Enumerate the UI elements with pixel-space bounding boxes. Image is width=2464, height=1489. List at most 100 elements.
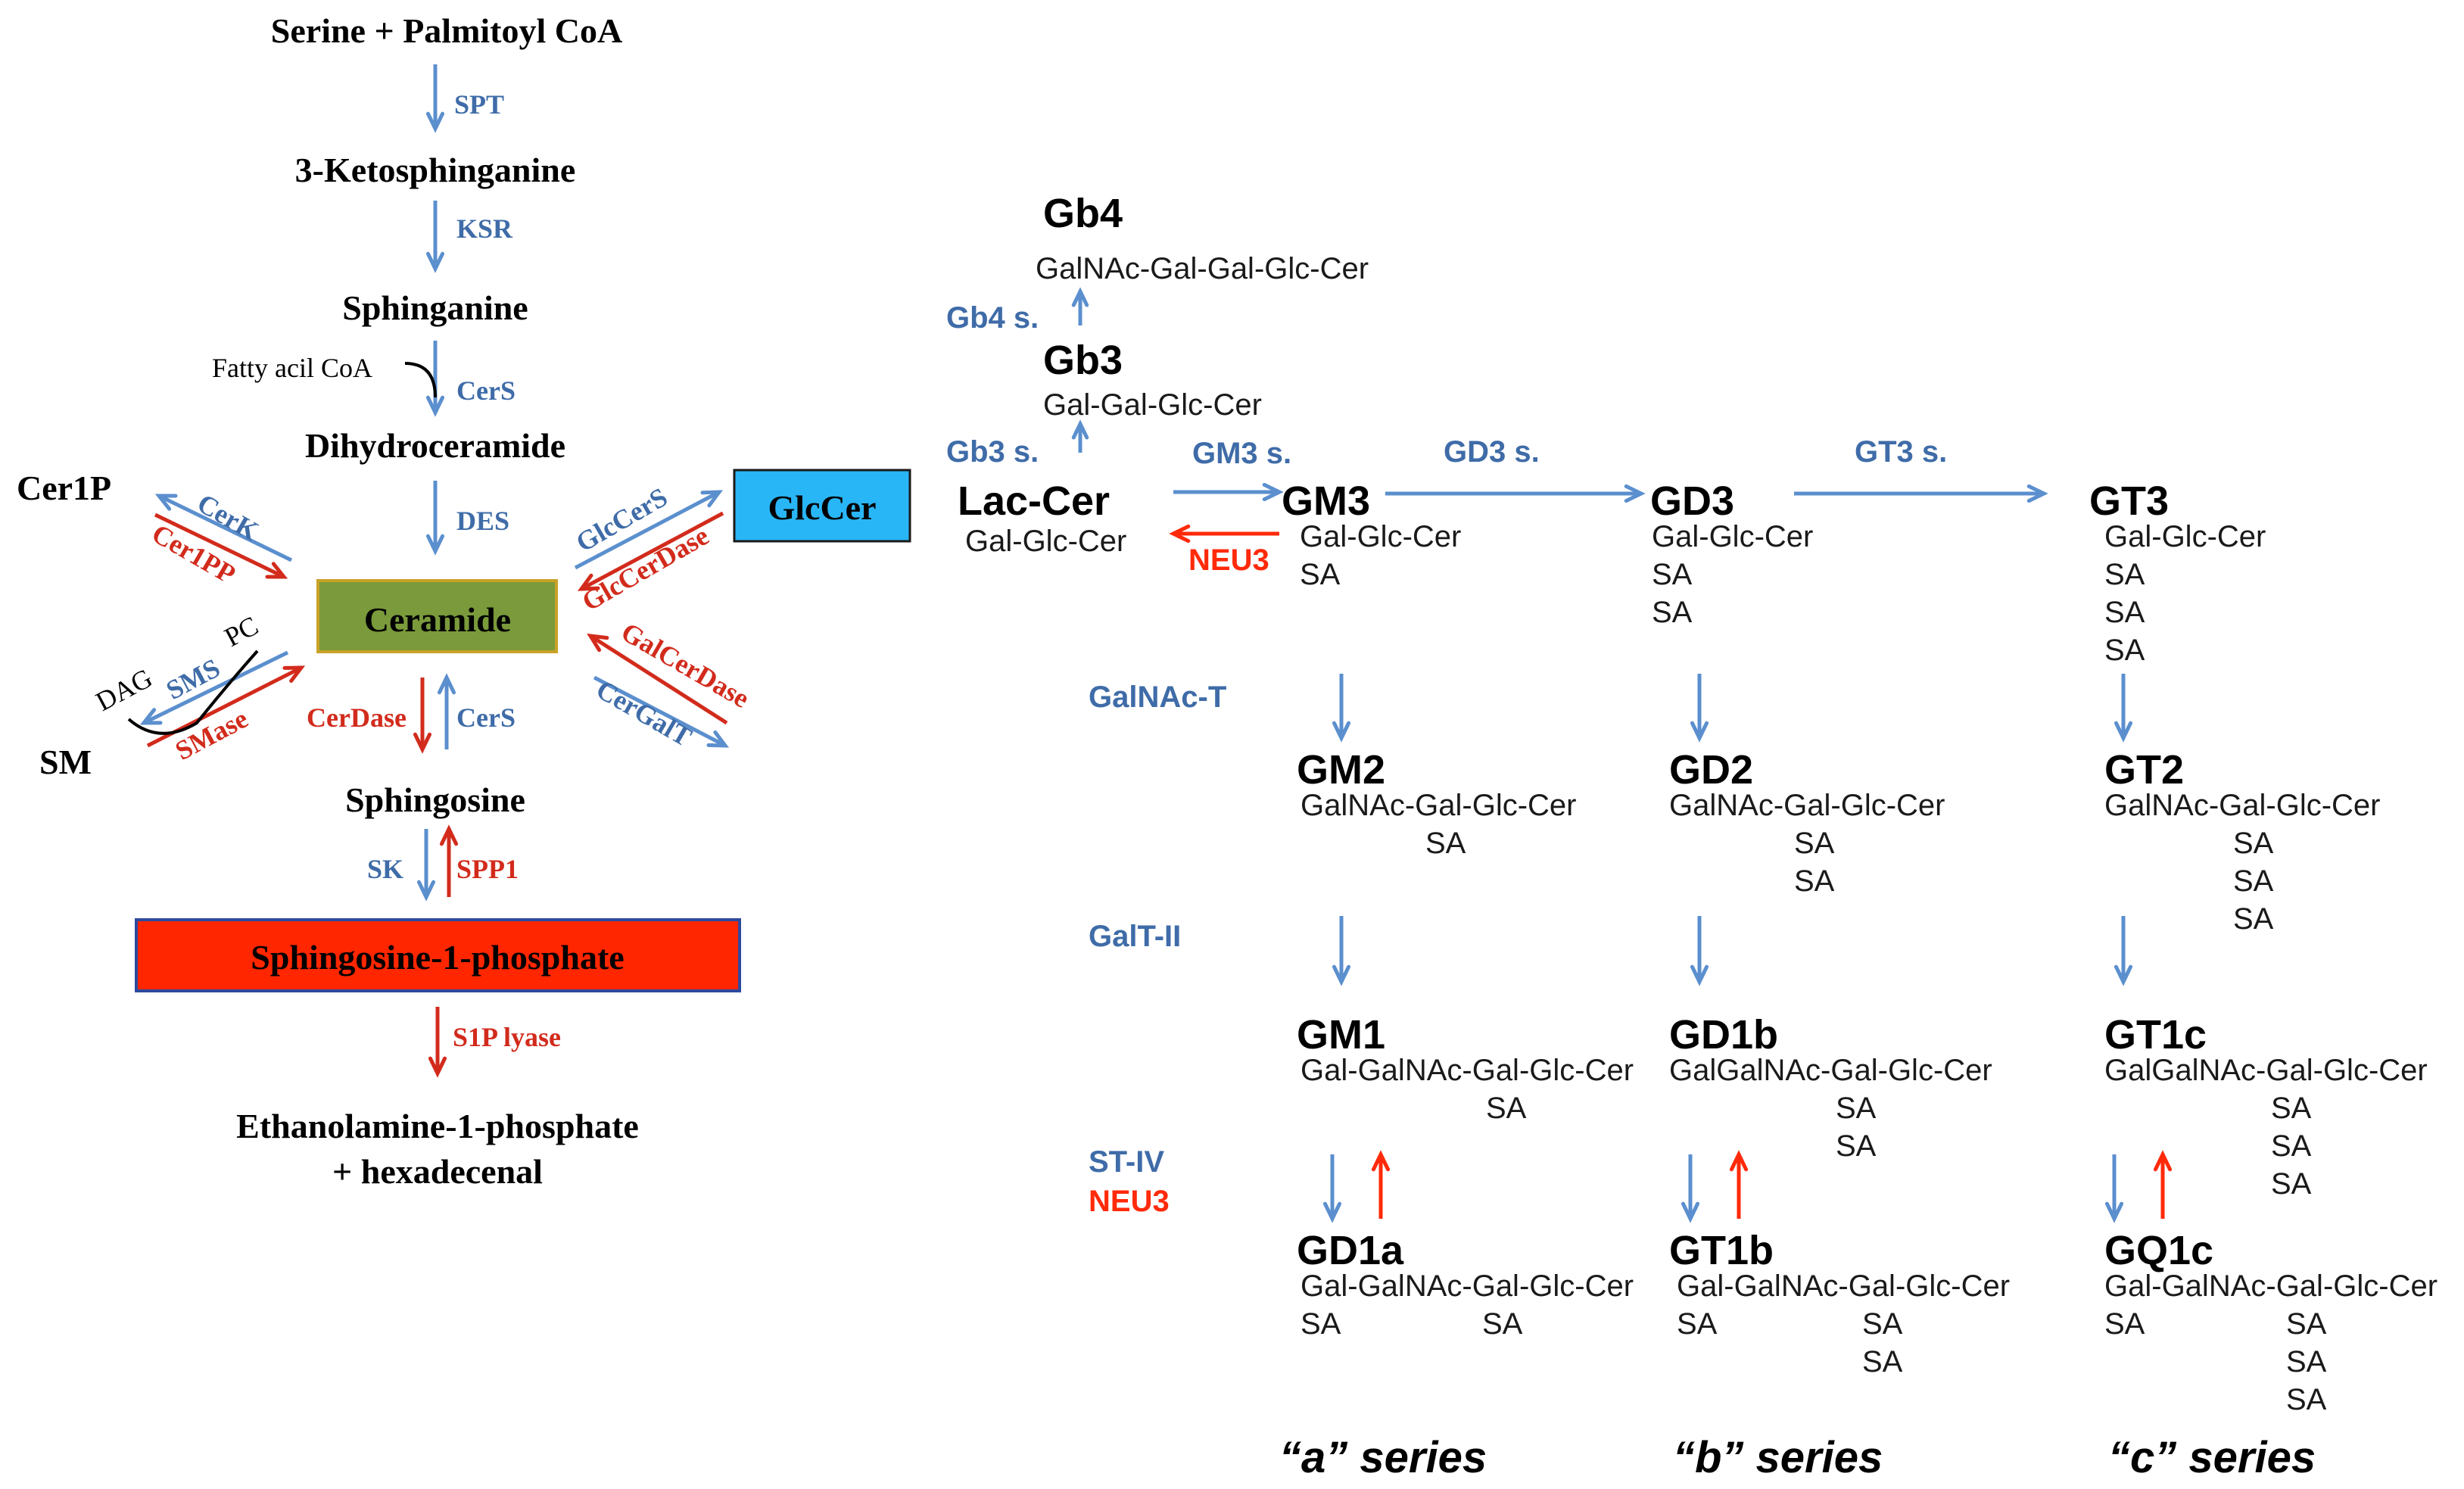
lac-cer-structure: Gal-Glc-Cer [965,525,1126,558]
gb3-label: Gb3 [1043,338,1123,383]
fatty-acyl-curve [404,362,437,398]
glccer-label: GlcCer [768,488,876,527]
sphingosine-1-phosphate-label: Sphingosine-1-phosphate [251,938,624,977]
arrow-neu3-c [2153,1150,2173,1219]
des-enzyme-label: DES [456,506,509,536]
gt3-sialic-acid: SA [2104,634,2145,667]
gq1c-sialic-acid: SA [2286,1345,2327,1378]
gm1-name: GM1 [1297,1012,1385,1058]
ganglioside-grid: GM3Gal-Glc-CerSAGD3Gal-Glc-CerSASAGT3Gal… [1282,478,2438,1416]
dag-label: DAG [91,662,157,717]
arrow-galnac-t-c [2114,674,2133,743]
gd2-sialic-acid: SA [1794,827,1835,860]
arrow-ksr [425,201,445,273]
arrow-glccerdase [577,511,724,591]
arrow-neu3-b [1729,1150,1749,1219]
gt2-sialic-acid: SA [2233,827,2274,860]
arrow-galt-ii-b [1690,916,1709,986]
gt1b-structure: Gal-GalNAc-Gal-Glc-Cer [1677,1269,2010,1303]
arrow-cer1pp [154,512,288,579]
gm1-structure: Gal-GalNAc-Gal-Glc-Cer [1301,1054,1634,1087]
gt3-sialic-acid: SA [2104,558,2145,591]
cer1p-label: Cer1P [17,469,111,507]
gt1b-sialic-acid: SA [1677,1307,1718,1341]
gq1c-sialic-acid: SA [2286,1383,2327,1416]
gm2-name: GM2 [1297,747,1385,793]
gm3-sialic-acid: SA [1300,558,1341,591]
arrow-galcerdase [587,633,728,725]
neu3-label-top: NEU3 [1188,544,1269,577]
arrow-st-iv-a [1322,1154,1342,1223]
gd1b-structure: GalGalNAc-Gal-Glc-Cer [1669,1054,1992,1087]
gd3-synthase-label: GD3 s. [1444,435,1540,469]
ethanolamine-1-phosphate-label: Ethanolamine-1-phosphate [236,1107,639,1145]
glccer-box [733,469,911,543]
gt1c-sialic-acid: SA [2271,1167,2312,1201]
sk-enzyme-label: SK [367,854,403,884]
gm2-sialic-acid: SA [1425,827,1466,860]
gb4-label: Gb4 [1043,191,1123,236]
arrow-spp1 [439,824,459,897]
gt1c-sialic-acid: SA [2271,1092,2312,1125]
arrow-st-iv-c [2104,1154,2124,1223]
arrow-spt [425,64,445,133]
gd1a-structure: Gal-GalNAc-Gal-Glc-Cer [1301,1269,1634,1303]
3-ketosphinganine-label: 3-Ketosphinganine [295,151,576,189]
gd1b-sialic-acid: SA [1836,1092,1877,1125]
hexadecenal-label: + hexadecenal [332,1152,543,1191]
arrow-cergalt [593,675,730,748]
gd1b-sialic-acid: SA [1836,1129,1877,1163]
galt-ii-label: GalT-II [1089,920,1181,953]
arrow-galt-ii-c [2114,916,2133,986]
gq1c-sialic-acid: SA [2104,1307,2145,1341]
arrow-cerk [154,494,293,562]
cers-enzyme-label-top: CerS [456,375,516,406]
gd1a-sialic-acid: SA [1301,1307,1341,1341]
gt2-structure: GalNAc-Gal-Glc-Cer [2104,789,2380,822]
neu3-label-bottom: NEU3 [1089,1185,1170,1218]
gq1c-sialic-acid: SA [2286,1307,2327,1341]
gt1b-sialic-acid: SA [1862,1307,1903,1341]
ceramide-box [316,579,558,653]
dag-pc-curve [127,649,259,735]
arrow-neu3-a [1371,1150,1391,1219]
gt1b-sialic-acid: SA [1862,1345,1903,1378]
gm3-name: GM3 [1282,478,1370,524]
gq1c-structure: Gal-GalNAc-Gal-Glc-Cer [2104,1269,2438,1303]
lac-cer-label: Lac-Cer [958,478,1110,524]
gb4-synthase-label: Gb4 s. [946,301,1039,335]
sm-label: SM [39,743,92,781]
arrow-gb4s [1071,287,1089,326]
arrow-neu3-top [1169,524,1279,544]
gt1c-structure: GalGalNAc-Gal-Glc-Cer [2104,1054,2428,1087]
arrow-s1p-lyase [428,1007,447,1078]
gd3-sialic-acid: SA [1652,558,1693,591]
arrow-galnac-t-b [1690,674,1709,743]
s1p-lyase-enzyme-label: S1P lyase [453,1022,561,1052]
arrow-gd3s [1385,484,1646,503]
gm3-structure: Gal-Glc-Cer [1300,520,1461,553]
ksr-enzyme-label: KSR [456,213,513,244]
gd1b-name: GD1b [1669,1012,1778,1058]
gd3-sialic-acid: SA [1652,596,1693,629]
ceramide-label: Ceramide [364,600,511,639]
arrow-galnac-t-a [1332,674,1351,743]
arrow-cers-bottom [437,673,456,749]
spp1-enzyme-label: SPP1 [456,854,519,884]
arrow-glccers [574,490,724,570]
serine-palmitoyl-coa-label: Serine + Palmitoyl CoA [271,11,622,50]
gd2-structure: GalNAc-Gal-Glc-Cer [1669,789,1945,822]
gd1a-sialic-acid: SA [1482,1307,1523,1341]
arrow-gt3s [1794,484,2048,503]
